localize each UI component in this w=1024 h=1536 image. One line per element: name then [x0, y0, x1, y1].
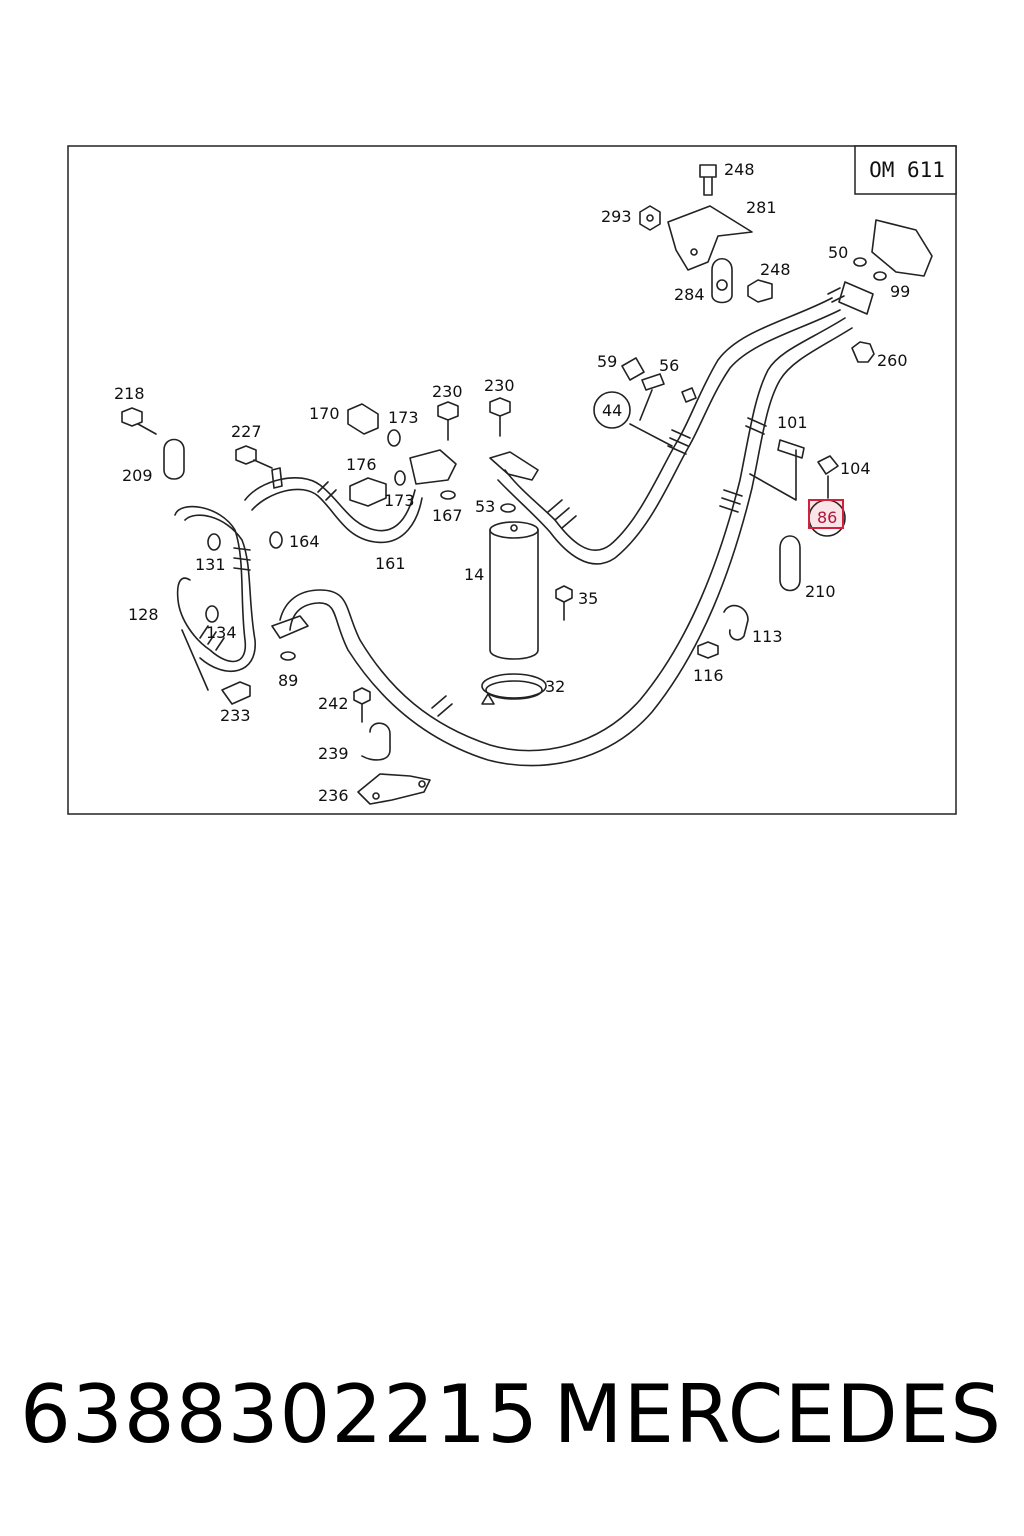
label-131: 131 — [195, 555, 226, 574]
label-218: 218 — [114, 384, 145, 403]
bolt-248-mid — [747, 279, 773, 303]
callout-leader-44 — [629, 389, 673, 447]
label-260: 260 — [877, 351, 908, 370]
label-89: 89 — [278, 671, 298, 690]
pressure-switch-170 — [347, 403, 379, 435]
label-101: 101 — [777, 413, 808, 432]
fitting-50-99 — [853, 219, 933, 281]
brand-name: MERCEDES — [553, 1368, 1002, 1461]
clamp-209 — [163, 438, 185, 480]
label-281: 281 — [746, 198, 777, 217]
engine-code-box — [854, 145, 957, 195]
label-56: 56 — [659, 356, 679, 375]
nut-260 — [851, 341, 875, 363]
label-248-mid: 248 — [760, 260, 791, 279]
label-113: 113 — [752, 627, 783, 646]
label-134: 134 — [206, 623, 237, 642]
screw-233 — [181, 629, 251, 705]
clip-284 — [711, 257, 733, 304]
valve-101-104 — [777, 439, 839, 475]
block-fitting — [827, 281, 874, 315]
label-176: 176 — [346, 455, 377, 474]
label-210: 210 — [805, 582, 836, 601]
label-173-top: 173 — [388, 408, 419, 427]
diagram-frame — [67, 145, 957, 815]
hose-left-assembly — [174, 477, 423, 672]
label-242: 242 — [318, 694, 349, 713]
hose-ferrules — [199, 417, 767, 717]
label-44: 44 — [602, 401, 622, 420]
label-239: 239 — [318, 744, 349, 763]
bolt-35 — [555, 585, 573, 621]
label-53: 53 — [475, 497, 495, 516]
switch-176 — [349, 477, 387, 507]
callout-leader-86 — [749, 449, 829, 501]
label-86: 86 — [817, 508, 837, 527]
fitting-89 — [271, 615, 309, 639]
label-14: 14 — [464, 565, 484, 584]
label-173-bottom: 173 — [384, 491, 415, 510]
highlight-box-86 — [808, 499, 844, 529]
bolt-230a — [437, 401, 459, 441]
label-230-right: 230 — [484, 376, 515, 395]
label-35: 35 — [578, 589, 598, 608]
label-32: 32 — [545, 677, 565, 696]
bolt-116 — [697, 641, 719, 659]
callout-circle-44 — [593, 391, 631, 429]
label-236: 236 — [318, 786, 349, 805]
fitting-dryer-top — [489, 451, 539, 481]
bolt-230b — [489, 397, 511, 437]
label-293: 293 — [601, 207, 632, 226]
bolt-248-top — [699, 164, 717, 196]
bolt-242 — [353, 687, 371, 723]
orings — [205, 429, 516, 661]
label-248: 248 — [724, 160, 755, 179]
hose-long-pair — [279, 317, 853, 767]
clamp-239 — [361, 722, 391, 761]
label-284: 284 — [674, 285, 705, 304]
label-104: 104 — [840, 459, 871, 478]
clamp-113 — [723, 604, 749, 641]
label-116: 116 — [693, 666, 724, 685]
block-fitting-left — [409, 449, 457, 485]
nut-293 — [639, 205, 661, 231]
label-128: 128 — [128, 605, 159, 624]
bracket-236 — [357, 773, 431, 805]
bracket-281 — [667, 205, 753, 271]
screw-227 — [235, 445, 283, 489]
label-167: 167 — [432, 506, 463, 525]
dryer-clamp — [481, 673, 547, 705]
label-50: 50 — [828, 243, 848, 262]
label-209: 209 — [122, 466, 153, 485]
engine-code: OM 611 — [869, 158, 945, 182]
screw-218 — [121, 407, 157, 435]
valve-59-56 — [621, 357, 697, 403]
label-99: 99 — [890, 282, 910, 301]
part-labels: 248 281 293 248 284 50 99 260 59 56 44 1… — [114, 160, 910, 805]
label-59: 59 — [597, 352, 617, 371]
caption-bar: 6388302215 MERCEDES — [0, 1360, 1024, 1480]
clamp-210 — [779, 535, 801, 592]
part-number: 6388302215 — [20, 1368, 539, 1461]
receiver-dryer — [489, 521, 539, 660]
label-164: 164 — [289, 532, 320, 551]
label-233: 233 — [220, 706, 251, 725]
label-161: 161 — [375, 554, 406, 573]
label-230-left: 230 — [432, 382, 463, 401]
parts-diagram: OM 611 — [67, 145, 957, 815]
label-170: 170 — [309, 404, 340, 423]
label-227: 227 — [231, 422, 262, 441]
